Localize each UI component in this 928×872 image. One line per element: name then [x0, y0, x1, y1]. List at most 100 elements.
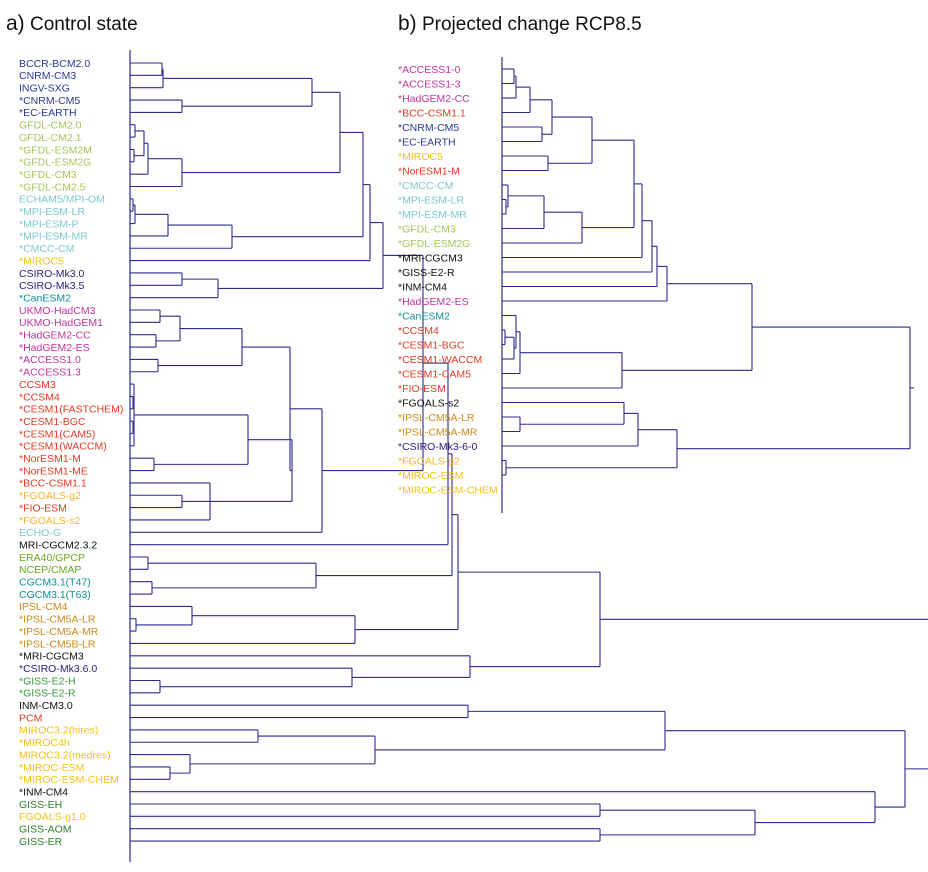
panel-b-title-text: Projected change RCP8.5 [421, 14, 642, 35]
panel-a-leaf-label: *FGOALS-g2 [19, 490, 81, 502]
panel-a-leaf-label: *MIROC4h [19, 737, 70, 749]
panel-b-leaf-label: *IPSL-CM5A-MR [398, 426, 478, 438]
panel-a-leaf-label: *MIROC-ESM [19, 762, 84, 774]
panel-a-leaf-label: FGOALS-g1.0 [19, 811, 86, 823]
panel-a-leaf-label: *IPSL-CM5B-LR [19, 638, 96, 650]
panel-a-leaf-label: NCEP/CMAP [19, 564, 81, 576]
panel-b-leaf-labels: *ACCESS1-0 *ACCESS1-3 *HadGEM2-CC *BCC-CSM1… [398, 64, 498, 496]
panel-a-leaf-label: *ACCESS1.0 [19, 354, 81, 366]
panel-b-letter: b) [398, 12, 417, 35]
panel-a-leaf-label: *CNRM-CM5 [19, 95, 80, 107]
panel-a-leaf-label: *FIO-ESM [19, 502, 67, 514]
panel-a-leaf-label: *FGOALS-s2 [19, 515, 80, 527]
panel-a-leaf-label: *CMCC-CM [19, 243, 74, 255]
panel-a-title-text: Control state [29, 14, 138, 35]
panel-a-leaf-label: *MRI-CGCM3 [19, 651, 84, 663]
panel-a-leaf-label: UKMO-HadCM3 [19, 305, 96, 317]
panel-b-leaf-label: *CSIRO-Mk3-6-0 [398, 441, 478, 453]
panel-b-leaf-label: *CESM1-CAM5 [398, 368, 471, 380]
panel-b-leaf-label: *BCC-CSM1.1 [398, 107, 466, 119]
panel-a-letter: a) [6, 12, 25, 35]
panel-a-leaf-label: *CESM1(FASTCHEM) [19, 404, 123, 416]
panel-a-leaf-label: GFDL-CM2.1 [19, 132, 82, 144]
panel-a-leaf-label: MRI-CGCM2.3.2 [19, 539, 97, 551]
panel-b-leaf-label: *MIROC-ESM-CHEM [398, 484, 498, 496]
panel-a-leaf-label: GISS-AOM [19, 824, 72, 836]
panel-b-leaf-label: *CanESM2 [398, 310, 450, 322]
panel-a-title: a) Control state [6, 12, 138, 36]
panel-a-leaf-label: *CCSM4 [19, 391, 60, 403]
panel-a-leaf-label: CGCM3.1(T63) [19, 589, 91, 601]
panel-b-title: b) Projected change RCP8.5 [398, 12, 642, 36]
panel-a-leaf-label: *MPI-ESM-MR [19, 231, 88, 243]
panel-a-leaf-label: *NorESM1-ME [19, 465, 88, 477]
panel-a-leaf-label: *NorESM1-M [19, 453, 81, 465]
panel-a-leaf-label: *HadGEM2-ES [19, 342, 90, 354]
panel-a-leaf-label: *GISS-E2-H [19, 675, 76, 687]
panel-a-leaf-label: CGCM3.1(T47) [19, 577, 91, 589]
panel-a-leaf-label: *CESM1(WACCM) [19, 441, 107, 453]
panel-a-leaf-label: CCSM3 [19, 379, 56, 391]
panel-b-leaf-label: *MRI-CGCM3 [398, 252, 463, 264]
panel-a-leaf-label: *MPI-ESM-LR [19, 206, 85, 218]
panel-a-leaf-label: BCCR-BCM2.0 [19, 58, 90, 70]
panel-a-leaf-label: *IPSL-CM5A-MR [19, 626, 99, 638]
panel-a-leaf-labels: BCCR-BCM2.0CNRM-CM3INGV-SXG*CNRM-CM5*EC-… [19, 58, 123, 848]
panel-a-leaf-label: CSIRO-Mk3.0 [19, 268, 85, 280]
panel-b-leaf-label: *HadGEM2-CC [398, 93, 470, 105]
panel-a-leaf-label: IPSL-CM4 [19, 601, 68, 613]
panel-b-leaf-label: *MIROC-ESM [398, 470, 463, 482]
panel-b-leaf-label: *GFDL-CM3 [398, 223, 456, 235]
panel-a-leaf-label: *ACCESS1.3 [19, 367, 81, 379]
panel-b-dendrogram [501, 57, 914, 513]
panel-a-leaf-label: *CSIRO-Mk3.6.0 [19, 663, 97, 675]
panel-b-leaf-label: *MPI-ESM-LR [398, 194, 464, 206]
panel-b-leaf-label: *ACCESS1-0 [398, 64, 461, 76]
panel-b-leaf-label: *CESM1-WACCM [398, 354, 482, 366]
panel-a-leaf-label: *CESM1(CAM5) [19, 428, 95, 440]
panel-a-leaf-label: GISS-EH [19, 799, 62, 811]
panel-b-leaf-label: *MPI-ESM-MR [398, 209, 467, 221]
panel-a-leaf-label: *EC-EARTH [19, 107, 77, 119]
panel-a-leaf-label: CNRM-CM3 [19, 70, 76, 82]
panel-a-leaf-label: *IPSL-CM5A-LR [19, 614, 96, 626]
panel-a-leaf-label: INGV-SXG [19, 83, 70, 95]
panel-a-leaf-label: *MIROC-ESM-CHEM [19, 774, 119, 786]
panel-a-leaf-label: *HadGEM2-CC [19, 330, 91, 342]
panel-a-leaf-label: *BCC-CSM1.1 [19, 478, 87, 490]
panel-a-leaf-label: INM-CM3.0 [19, 700, 73, 712]
panel-b-leaf-label: *INM-CM4 [398, 281, 447, 293]
panel-b-leaf-label: *ACCESS1-3 [398, 78, 461, 90]
panel-b-leaf-label: *CCSM4 [398, 325, 439, 337]
panel-a-leaf-label: *MPI-ESM-P [19, 218, 79, 230]
panel-a-dendrogram [129, 50, 928, 862]
panel-b-leaf-label: *GISS-E2-R [398, 267, 455, 279]
panel-b-leaf-label: *HadGEM2-ES [398, 296, 469, 308]
panel-a-leaf-label: *GFDL-CM2.5 [19, 181, 86, 193]
panel-b-leaf-label: *MIROC5 [398, 151, 443, 163]
panel-a-leaf-label: *GISS-E2-R [19, 688, 76, 700]
panel-a-leaf-label: *GFDL-ESM2G [19, 157, 91, 169]
panel-b-leaf-label: *GFDL-ESM2G [398, 238, 470, 250]
panel-a-leaf-label: ECHAM5/MPI-OM [19, 194, 105, 206]
panel-a-leaf-label: UKMO-HadGEM1 [19, 317, 103, 329]
panel-a-leaf-label: GISS-ER [19, 836, 63, 848]
panel-b-leaf-label: *CMCC-CM [398, 180, 453, 192]
panel-a-leaf-label: GFDL-CM2.0 [19, 120, 82, 132]
panel-a-leaf-label: PCM [19, 712, 42, 724]
panel-b-leaf-label: *FGOALS-g2 [398, 455, 460, 467]
panel-a-leaf-label: CSIRO-Mk3.5 [19, 280, 85, 292]
panel-a-leaf-label: MIROC3.2(hires) [19, 725, 98, 737]
panel-a-leaf-label: *MIROC5 [19, 255, 64, 267]
panel-a-leaf-label: ECHO-G [19, 527, 61, 539]
panel-a-leaf-label: *INM-CM4 [19, 786, 68, 798]
panel-a-leaf-label: *CanESM2 [19, 292, 71, 304]
panel-a-leaf-label: *GFDL-CM3 [19, 169, 77, 181]
panel-b-leaf-label: *EC-EARTH [398, 136, 456, 148]
panel-b-leaf-label: *CESM1-BGC [398, 339, 465, 351]
panel-a-leaf-label: MIROC3.2(medres) [19, 749, 111, 761]
panel-b-leaf-label: *NorESM1-M [398, 165, 460, 177]
panel-a-leaf-label: *GFDL-ESM2M [19, 144, 92, 156]
panel-b-leaf-label: *IPSL-CM5A-LR [398, 412, 475, 424]
